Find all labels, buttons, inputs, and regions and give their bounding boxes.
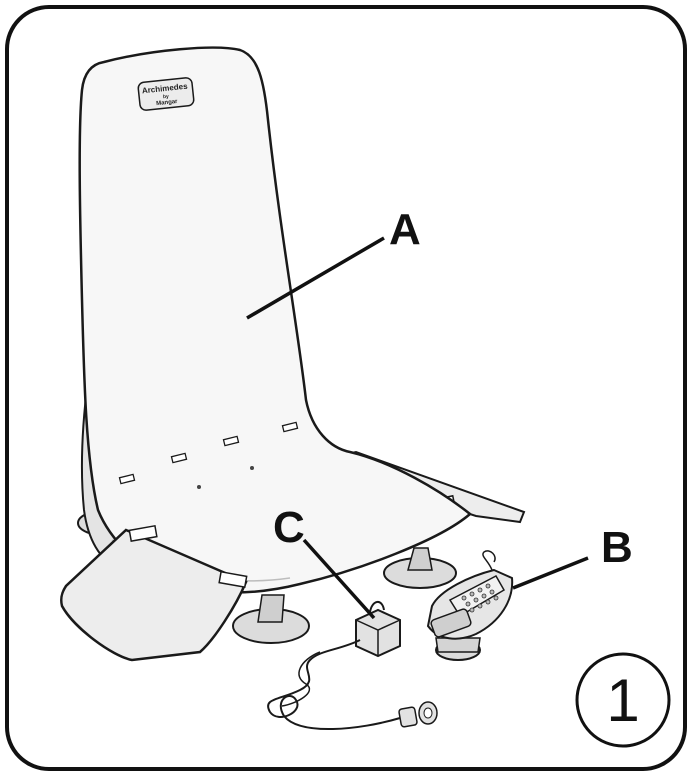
leader-line-a bbox=[246, 236, 385, 320]
callout-label-b: B bbox=[601, 523, 633, 572]
charger-plug bbox=[398, 701, 438, 728]
callout-label-c: C bbox=[273, 503, 305, 552]
step-number: 1 bbox=[606, 666, 640, 734]
charger-cable bbox=[267, 639, 401, 730]
hand-control bbox=[426, 550, 514, 661]
leader-line-b bbox=[512, 556, 589, 590]
logo-line-2: by bbox=[163, 94, 170, 101]
brand-logo: Archimedes by Mangar bbox=[137, 77, 195, 111]
left-side-flap bbox=[59, 528, 248, 662]
callout-label-a: A bbox=[389, 205, 421, 254]
logo-line-3: Mangar bbox=[156, 99, 179, 107]
leader-line-c bbox=[302, 538, 376, 620]
power-pack bbox=[355, 601, 401, 658]
seat-slots bbox=[118, 421, 299, 485]
step-number-circle bbox=[575, 652, 671, 748]
